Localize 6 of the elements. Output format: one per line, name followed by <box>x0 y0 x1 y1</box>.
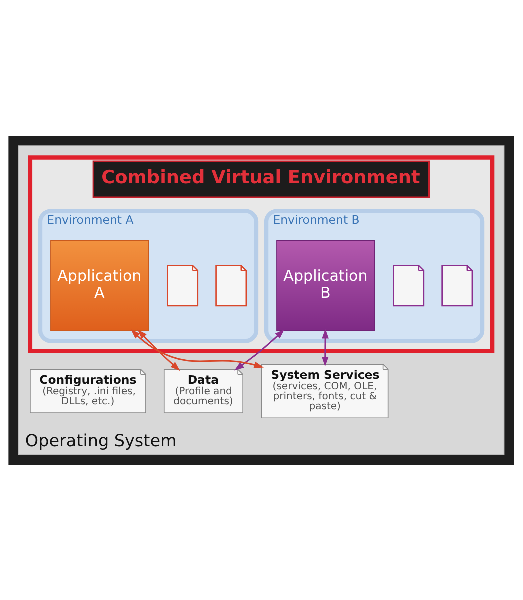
arrow <box>138 329 180 371</box>
node-box: Application B <box>276 240 376 331</box>
arrow <box>322 328 329 366</box>
arrow <box>131 329 264 368</box>
node-box: Application A <box>50 240 150 331</box>
arrow <box>234 329 285 370</box>
